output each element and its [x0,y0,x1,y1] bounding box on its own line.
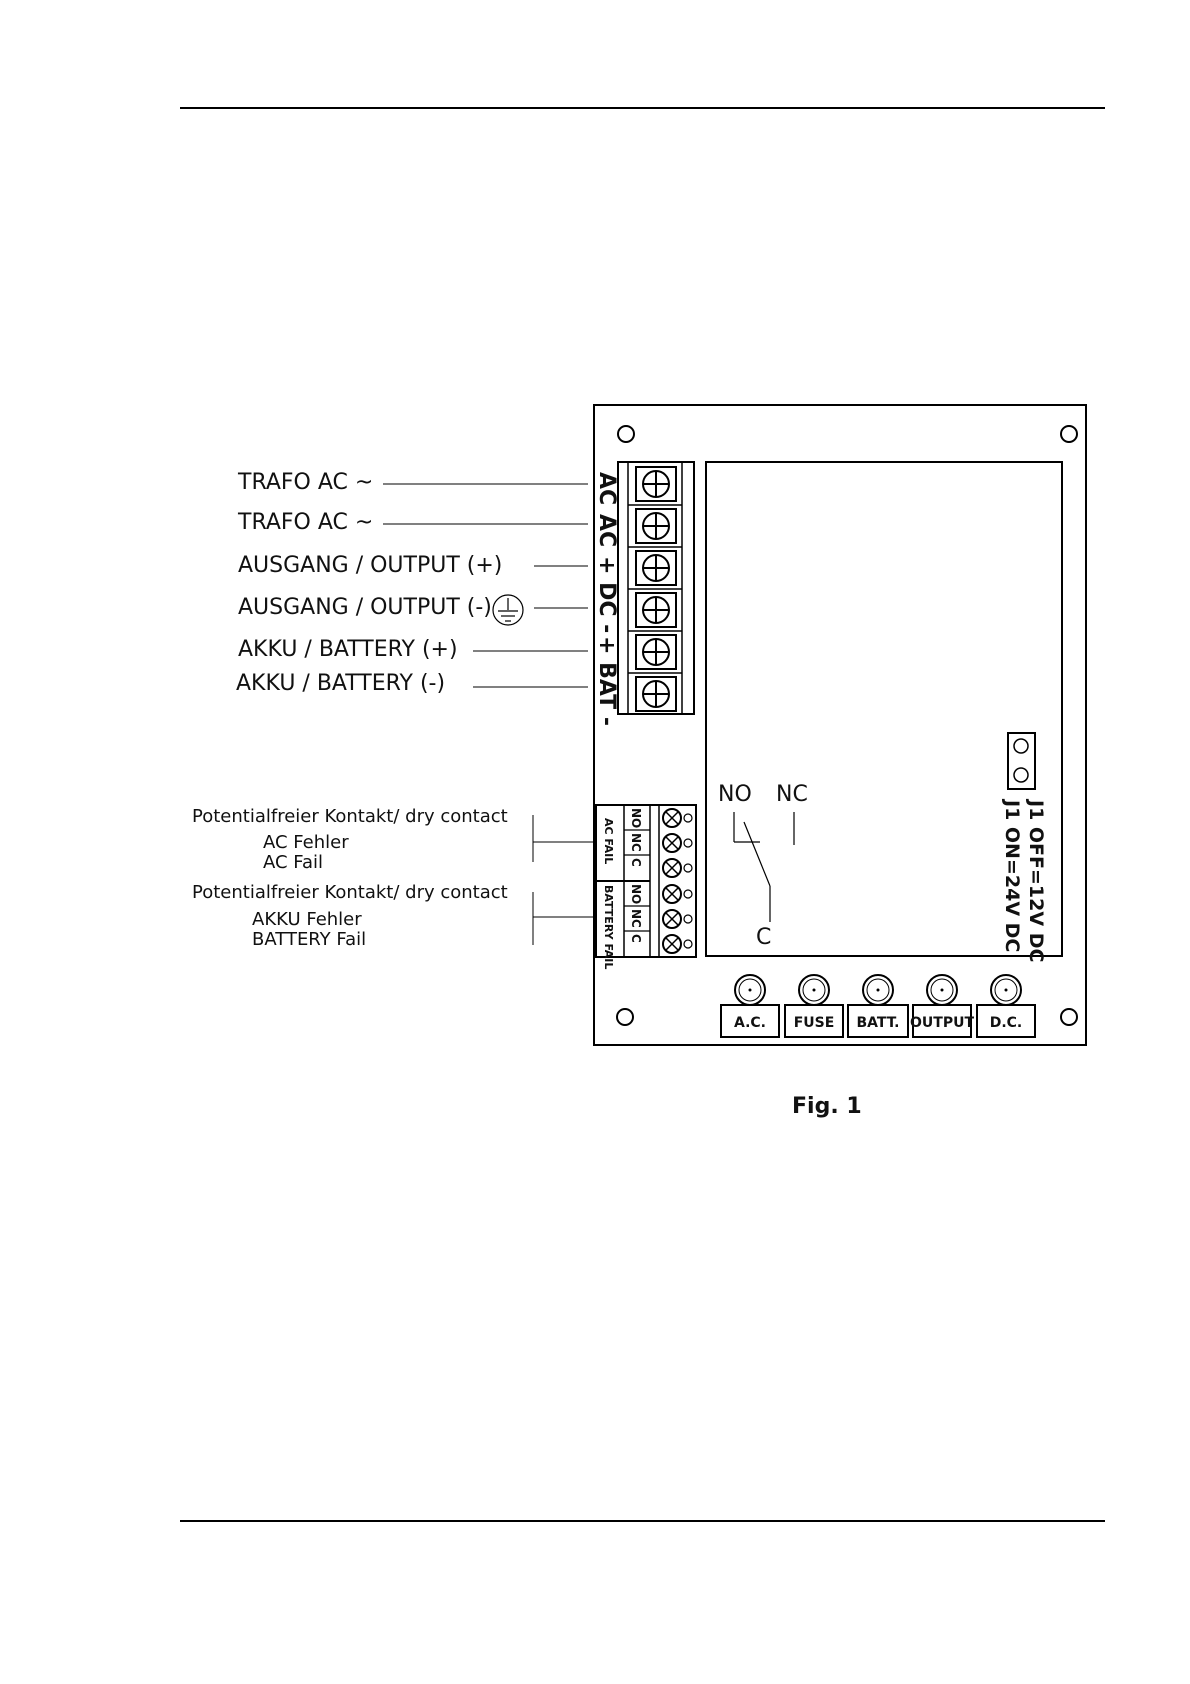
label-battery-minus: AKKU / BATTERY (-) [236,671,445,696]
dry-contact-pin-label: NO [629,808,643,828]
terminal-screw [635,592,677,628]
akku-fehler-label: AKKU Fehler [252,909,362,930]
ac-dry-contact-title: Potentialfreier Kontakt/ dry contact [192,806,508,827]
mount-hole-tl [617,425,635,443]
power-module-outline [705,461,1063,957]
dry-contact-screw [662,833,693,853]
battery-fail-block-label: BATTERY FAIL [602,885,615,969]
label-battery-plus: AKKU / BATTERY (+) [238,637,458,662]
led-indicator: FUSE [784,974,844,1038]
dry-contact-screw [662,884,693,904]
led-label: OUTPUT [910,1015,974,1031]
led-indicator: OUTPUT [910,974,974,1038]
terminal-label-bat: + BAT - [594,636,619,726]
dry-contact-screw [662,808,693,828]
relay-nc-label: NC [776,782,808,807]
figure-caption: Fig. 1 [792,1094,862,1119]
ac-fail-bracket [532,815,594,862]
relay-no-label: NO [718,782,752,807]
terminal-screw [635,466,677,502]
label-trafo-ac-1: TRAFO AC ~ [237,470,373,495]
dry-contact-pin-label: NC [629,833,643,852]
top-rule [180,107,1105,109]
mount-hole-br [1060,1008,1078,1026]
ac-fail-block-label: AC FAIL [602,818,615,864]
terminal-screw [635,676,677,712]
board-outline [593,404,1087,1046]
dry-contact-pin-label: NO [629,884,643,904]
led-label: FUSE [794,1015,835,1031]
terminal-screw [635,634,677,670]
dry-contact-screw [662,934,693,954]
bottom-rule [180,1520,1105,1522]
relay-c-label: C [756,925,771,950]
led-indicator: D.C. [976,974,1036,1038]
led-indicator: BATT. [847,974,909,1038]
dry-contact-screw [662,858,693,878]
battery-fail-bracket [532,892,594,945]
ac-fehler-label: AC Fehler [263,832,349,853]
battery-dry-contact-title: Potentialfreier Kontakt/ dry contact [192,882,508,903]
mount-hole-tr [1060,425,1078,443]
main-terminal-block [617,461,695,715]
battery-fail-label: BATTERY Fail [252,929,366,950]
led-label: D.C. [990,1015,1023,1031]
dry-contact-pin-label: C [629,858,643,867]
led-label: A.C. [734,1015,766,1031]
jumper-on-label: J1 ON=24V DC [1001,798,1023,952]
label-output-plus: AUSGANG / OUTPUT (+) [238,553,502,578]
mount-hole-bl [616,1008,634,1026]
led-indicator: A.C. [720,974,780,1038]
label-output-minus: AUSGANG / OUTPUT (-) [238,595,492,620]
terminal-screw [635,508,677,544]
dry-contact-screw [662,909,693,929]
terminal-label-dc: + DC - [594,556,619,633]
jumper-off-label: J1 OFF=12V DC [1025,798,1047,962]
label-trafo-ac-2: TRAFO AC ~ [237,510,373,535]
led-label: BATT. [856,1015,899,1031]
jumper-j1 [1007,732,1036,790]
dry-contact-pin-label: C [629,934,643,943]
relay-switch-symbol [733,812,795,922]
ac-fail-label: AC Fail [263,852,323,873]
terminal-label-ac-1: AC [594,472,619,505]
dry-contact-pin-label: NC [629,909,643,928]
terminal-label-ac-2: AC [594,514,619,547]
terminal-screw [635,550,677,586]
ground-icon [492,594,524,626]
